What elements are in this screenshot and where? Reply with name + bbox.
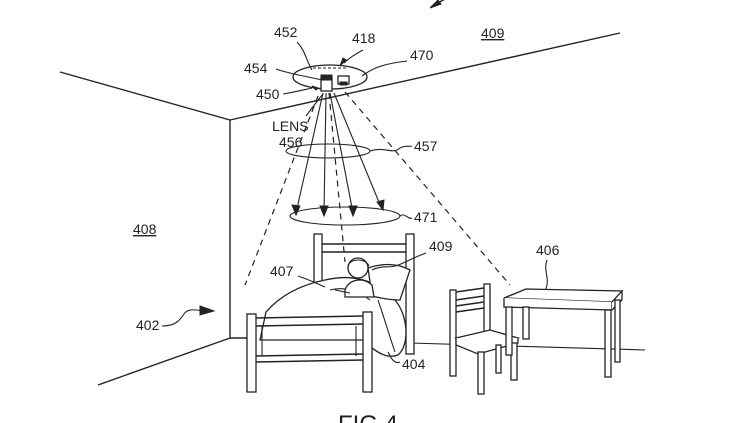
leader-452 (296, 41, 313, 71)
table (503, 288, 624, 378)
leader-470 (361, 60, 408, 77)
label-402: 402 (136, 317, 160, 333)
leader-409-pillow (371, 252, 427, 271)
arrow-402-head (199, 305, 216, 316)
leader-471 (399, 214, 413, 219)
sensor-470-base (339, 81, 348, 86)
center-axis-dashed (328, 92, 346, 263)
label-454: 454 (244, 60, 268, 76)
label-lens: LENS (272, 118, 309, 134)
leader-402 (161, 309, 206, 327)
ring-471 (289, 206, 401, 226)
ceiling-right-edge (229, 32, 621, 121)
ray-4-arrowhead (376, 199, 385, 212)
leader-454 (275, 68, 323, 81)
ray-4 (333, 92, 382, 208)
child-figure (334, 257, 375, 298)
label-452: 452 (274, 24, 298, 40)
ray-2 (323, 92, 327, 214)
label-470: 470 (410, 47, 434, 63)
fov-left-dashed (244, 95, 319, 286)
ray-2-arrowhead (319, 205, 329, 218)
label-418: 418 (352, 30, 376, 46)
bed (246, 233, 415, 393)
figure-caption: FIG 4 (338, 411, 398, 423)
leader-407 (297, 275, 326, 288)
label-409-ceiling: 409 (481, 25, 505, 41)
pillow (367, 263, 411, 301)
leader-457 (369, 145, 413, 152)
ray-3-arrowhead (348, 205, 358, 218)
ray-1 (295, 92, 324, 214)
label-457: 457 (414, 138, 438, 154)
arrow-418-head (339, 57, 347, 67)
label-406: 406 (536, 242, 560, 258)
label-471: 471 (414, 209, 438, 225)
leader-404 (387, 351, 401, 364)
label-404: 404 (402, 356, 426, 372)
floor-left-edge (97, 337, 231, 386)
label-407: 407 (270, 263, 294, 279)
fov-right-dashed (344, 91, 511, 286)
leader-450 (282, 87, 313, 95)
ray-1-arrowhead (291, 204, 301, 217)
leader-lens (305, 93, 324, 117)
leader-418 (343, 49, 364, 64)
top-arrow-head (429, 0, 442, 9)
label-456: 456 (279, 134, 303, 150)
arrow-450-head (311, 85, 319, 91)
ray-3 (329, 92, 354, 214)
leader-406 (545, 259, 548, 290)
camera-top (320, 74, 333, 81)
chair (449, 283, 521, 395)
label-450: 450 (256, 86, 280, 102)
label-408-wall: 408 (133, 221, 157, 237)
ceiling-left-edge (59, 71, 231, 121)
label-409-pillow: 409 (429, 238, 453, 254)
